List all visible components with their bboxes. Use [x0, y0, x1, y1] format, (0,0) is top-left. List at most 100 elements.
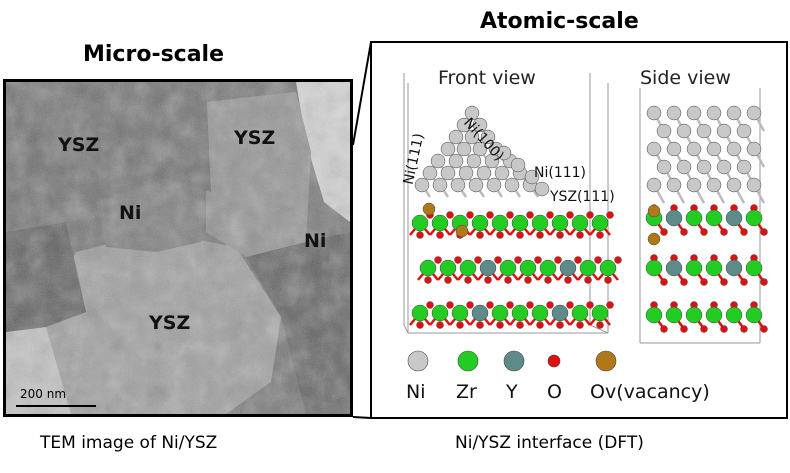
legend-dot-y — [503, 350, 525, 372]
ni-atom — [666, 177, 682, 193]
ni-atom — [480, 129, 496, 145]
o-atom — [514, 256, 522, 264]
o-atom — [436, 231, 444, 239]
o-atom — [680, 228, 688, 236]
o-atom — [486, 211, 494, 219]
y-atom — [725, 209, 743, 227]
legend-dot-zr — [457, 350, 479, 372]
o-atom — [740, 325, 748, 333]
zr-atom — [579, 259, 597, 277]
ni-atom — [656, 159, 672, 175]
ov-atom — [647, 232, 661, 246]
o-atom — [546, 301, 554, 309]
ni-atom — [746, 141, 762, 157]
ni-atom — [472, 141, 488, 157]
facet-ysz111: YSZ(111) — [550, 189, 615, 205]
o-atom — [456, 321, 464, 329]
zr-atom — [571, 304, 589, 322]
o-atom — [700, 228, 708, 236]
o-atom — [564, 276, 572, 284]
tem-label-ni-1: Ni — [119, 202, 142, 224]
ni-atom — [476, 165, 492, 181]
zr-atom — [591, 214, 609, 232]
ni-atom — [432, 177, 448, 193]
legend-dots — [407, 350, 617, 372]
zr-atom — [439, 259, 457, 277]
ni-atom — [496, 145, 512, 161]
o-atom — [576, 231, 584, 239]
o-atom — [476, 321, 484, 329]
o-atom — [516, 321, 524, 329]
front-view-label: Front view — [438, 67, 536, 89]
o-atom — [416, 231, 424, 239]
ni-atom — [646, 105, 662, 121]
o-atom — [566, 211, 574, 219]
o-atom — [466, 211, 474, 219]
o-atom — [760, 278, 768, 286]
dft-model-panel: Front view Side view Ni(111) Ni(100) Ni(… — [370, 41, 788, 419]
zr-atom — [705, 259, 723, 277]
zr-atom — [531, 304, 549, 322]
o-atom — [466, 301, 474, 309]
zr-atom — [551, 214, 569, 232]
ni-atom — [746, 177, 762, 193]
ni-atom — [414, 177, 430, 193]
ni-atom — [450, 177, 466, 193]
ni-atom — [534, 181, 550, 197]
y-atom — [665, 259, 683, 277]
ni-atom — [504, 177, 520, 193]
ni-atom — [510, 157, 526, 173]
o-atom — [504, 276, 512, 284]
o-atom — [680, 278, 688, 286]
zr-atom — [685, 259, 703, 277]
o-atom — [526, 301, 534, 309]
zr-atom — [411, 214, 429, 232]
legend-dot-ni — [407, 350, 429, 372]
tem-image: YSZ YSZ Ni Ni YSZ 200 nm — [3, 79, 353, 417]
o-atom — [446, 211, 454, 219]
ni-atom — [448, 129, 464, 145]
ni-atom — [464, 129, 480, 145]
o-atom — [586, 301, 594, 309]
o-atom — [524, 276, 532, 284]
atomic-structure-svg — [403, 73, 768, 372]
legend-dot-ov — [595, 350, 617, 372]
o-atom — [506, 211, 514, 219]
ni-atom — [656, 123, 672, 139]
o-atom — [436, 321, 444, 329]
o-atom — [506, 301, 514, 309]
o-atom — [576, 321, 584, 329]
o-atom — [434, 256, 442, 264]
o-atom — [444, 276, 452, 284]
o-atom — [556, 231, 564, 239]
tem-label-ysz-3: YSZ — [149, 312, 191, 334]
zr-atom — [499, 259, 517, 277]
zr-atom — [685, 209, 703, 227]
ni-atom — [706, 177, 722, 193]
ni-atom — [646, 141, 662, 157]
zr-atom — [411, 304, 429, 322]
o-atom — [424, 276, 432, 284]
o-atom — [486, 301, 494, 309]
ni-atom — [736, 159, 752, 175]
zr-atom — [571, 214, 589, 232]
o-atom — [526, 211, 534, 219]
o-atom — [496, 321, 504, 329]
o-atom — [464, 276, 472, 284]
legend-label-zr: Zr — [456, 381, 477, 403]
zr-atom — [459, 259, 477, 277]
zr-atom — [531, 214, 549, 232]
ni-atom — [494, 165, 510, 181]
ni-atom — [706, 141, 722, 157]
ni-atom — [736, 123, 752, 139]
ni-atom — [666, 141, 682, 157]
tem-caption: TEM image of Ni/YSZ — [40, 433, 218, 453]
ni-atom — [524, 169, 540, 185]
ni-atom — [440, 165, 456, 181]
cell-outline — [403, 73, 761, 344]
zr-atom — [725, 306, 743, 324]
o-atom — [720, 278, 728, 286]
y-atom — [725, 259, 743, 277]
o-atom — [476, 231, 484, 239]
o-atom — [496, 231, 504, 239]
